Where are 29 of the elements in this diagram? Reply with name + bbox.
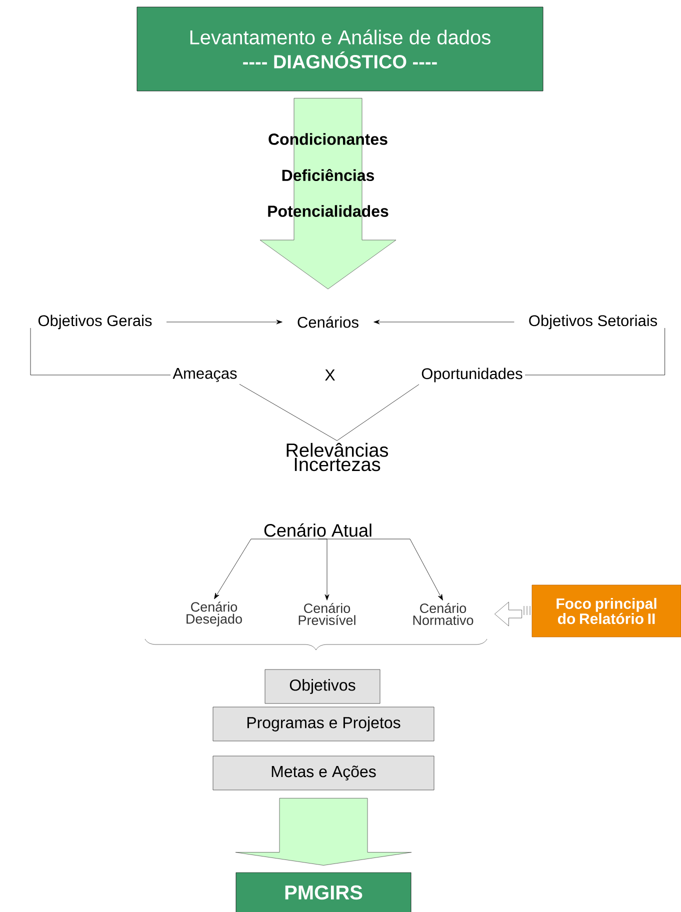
arrow bbox=[214, 538, 318, 600]
step-box: Objetivos bbox=[264, 669, 380, 704]
label-text: Oportunidades bbox=[422, 368, 522, 382]
label-text: Potencialidades bbox=[268, 205, 388, 217]
block-arrow bbox=[260, 98, 396, 290]
label-text: Condicionantes bbox=[268, 133, 388, 145]
label-text: Deficiências bbox=[282, 168, 374, 182]
label-text: Cenário Atual bbox=[264, 523, 372, 537]
arrow bbox=[318, 538, 443, 600]
arrow bbox=[374, 320, 514, 324]
scenario-label: Cenário Desejado bbox=[186, 602, 242, 626]
label-text: Objetivos Gerais bbox=[38, 314, 152, 330]
callout-box: Foco principal do Relatório II bbox=[532, 584, 681, 638]
scenario-label: Cenário Normativo bbox=[413, 602, 474, 626]
label-text: Cenários bbox=[298, 316, 358, 328]
arrow bbox=[166, 320, 282, 324]
connector-line bbox=[239, 384, 338, 441]
label-text: X bbox=[325, 370, 335, 380]
label-text: Ameaças bbox=[172, 368, 237, 382]
heading-box: Levantamento e Análise de dados ---- DIAGNÓSTICO ---- bbox=[136, 6, 544, 92]
block-arrow bbox=[235, 798, 412, 866]
scenario-label: Cenário Previsível bbox=[298, 602, 356, 626]
step-box: Programas e Projetos bbox=[212, 706, 434, 742]
label-text: Relevâncias Incertezas bbox=[286, 442, 388, 472]
label-text: Objetivos Setoriais bbox=[529, 314, 658, 330]
connector-line bbox=[336, 384, 420, 441]
step-box: Metas e Ações bbox=[212, 756, 434, 790]
result-box: PMGIRS bbox=[236, 872, 412, 912]
block-arrow bbox=[494, 602, 522, 626]
